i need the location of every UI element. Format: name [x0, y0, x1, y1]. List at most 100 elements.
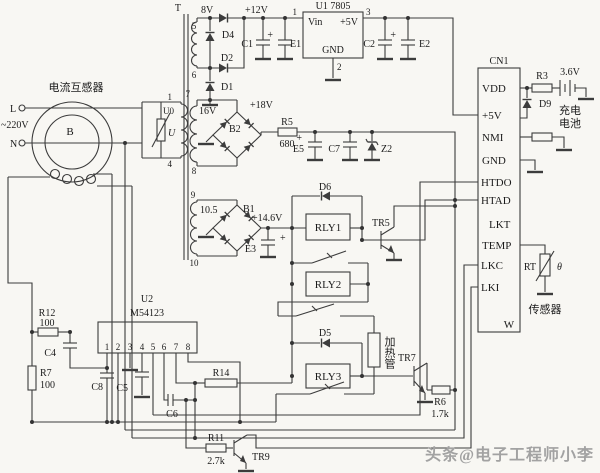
relay-rly2-label: RLY2 — [315, 279, 341, 291]
transformer-ref: T — [175, 3, 181, 14]
cn1-pin-htdo: HTDO — [481, 177, 512, 189]
cap-e2-label: E2 — [419, 39, 430, 50]
transistor-tr7-label: TR7 — [398, 353, 416, 364]
rail-12v-label: +12V — [245, 5, 269, 16]
heater-box — [367, 332, 381, 368]
res-r11-label: R11 — [208, 433, 224, 444]
cap-e1-plus: + — [267, 30, 273, 41]
res-r12-label: R12 — [39, 308, 56, 319]
varistor-u0 — [141, 101, 181, 159]
varistor-ref: U0 — [163, 106, 174, 116]
res-r7-label: R7 — [40, 368, 52, 379]
zener-z2-label: Z2 — [381, 144, 392, 155]
sec2-pin8: 8 — [192, 166, 197, 176]
cn1-pin-lkt: LKT — [489, 219, 511, 231]
u1-pin3: 3 — [366, 7, 371, 17]
cap-c5-label: C5 — [116, 383, 128, 394]
sec2-voltage: 16V — [199, 106, 217, 117]
thermistor-sensor-label: 传感器 — [529, 303, 562, 316]
cn1-pin-gnd: GND — [482, 155, 506, 167]
thermistor-theta: θ — [557, 262, 562, 273]
cn1-ref: CN1 — [490, 56, 509, 67]
u2-pin6: 6 — [162, 342, 167, 352]
bottom-buses — [32, 421, 455, 431]
mains-l-label: L — [10, 104, 16, 115]
diode-d6-label: D6 — [319, 182, 331, 193]
cn1-pin-lki: LKI — [481, 282, 500, 294]
rail-146v-label: +14.6V — [252, 213, 283, 224]
bridge-b2-label: B2 — [229, 124, 241, 135]
toroid-core-label: B — [66, 126, 73, 138]
connector-cn1 — [132, 67, 596, 449]
cap-c8-label: C8 — [91, 382, 103, 393]
cap-e3-label: E3 — [245, 244, 256, 255]
cn1-pin-5v: +5V — [482, 110, 502, 122]
cap-e5-label: E5 — [293, 144, 304, 155]
rail-18v-label: +18V — [250, 100, 274, 111]
res-r14-label: R14 — [213, 368, 230, 379]
cn1-pin-w: W — [504, 319, 515, 331]
u2-pin5: 5 — [151, 342, 156, 352]
cn1-pin-htad: HTAD — [481, 195, 511, 207]
res-r7-value: 100 — [40, 380, 55, 391]
current-transformer — [8, 101, 132, 187]
watermark-text: 头条@电子工程师小李 — [425, 445, 594, 464]
primary-pin1: 1 — [168, 92, 173, 102]
sec1-voltage: 8V — [201, 5, 214, 16]
u2-part: M54123 — [130, 308, 164, 319]
relay-circuit — [275, 190, 455, 422]
diode-d1-label: D1 — [221, 82, 233, 93]
mains-n-label: N — [10, 139, 17, 150]
u2-pin2: 2 — [116, 342, 121, 352]
sec1-pin5: 5 — [192, 21, 197, 31]
sec3-pin10: 10 — [190, 258, 200, 268]
cn1-pin-lkc: LKC — [481, 260, 503, 272]
cap-c2-label: C2 — [363, 39, 375, 50]
controller-u2-circuit — [27, 321, 292, 473]
varistor-symbol: U — [168, 128, 176, 139]
u2-ref: U2 — [141, 294, 153, 305]
relay-rly1-label: RLY1 — [315, 222, 341, 234]
bridge-b1-label: B1 — [243, 204, 255, 215]
thermistor-rt-label: RT — [524, 262, 536, 273]
cap-c4-label: C4 — [44, 348, 56, 359]
u2-pin7: 7 — [174, 342, 179, 352]
u1-ref: U1 7805 — [316, 1, 351, 12]
regulator-u1 — [302, 11, 478, 116]
res-r3-label: R3 — [536, 71, 548, 82]
u1-gnd-label: GND — [322, 45, 344, 56]
u1-pin1: 1 — [293, 7, 298, 17]
u2-pin4: 4 — [140, 342, 145, 352]
relay-rly1-box — [305, 213, 351, 241]
junction-dots — [30, 16, 529, 440]
cap-e3-plus: + — [280, 233, 286, 244]
battery-label-line1: 充电 — [559, 103, 581, 117]
heater-label: 加热管 — [383, 336, 396, 370]
rectifier-12v — [197, 12, 303, 107]
diode-d9-label: D9 — [539, 99, 551, 110]
res-r12-value: 100 — [40, 318, 55, 329]
diode-d4-label: D4 — [222, 30, 234, 41]
mains-voltage-label: ~220V — [1, 120, 29, 131]
battery-voltage: 3.6V — [560, 67, 581, 78]
res-r11-value: 2.7k — [207, 456, 225, 467]
transistor-tr5-label: TR5 — [372, 218, 390, 229]
cap-c7-label: C7 — [328, 144, 340, 155]
battery-label-line2: 电池 — [559, 117, 581, 130]
sec3-voltage: 10.5 — [200, 205, 218, 216]
transformer-t — [180, 14, 198, 260]
cn1-pin-vdd: VDD — [482, 83, 506, 95]
cap-c6-label: C6 — [166, 409, 178, 420]
cap-e1-label: E1 — [290, 39, 301, 50]
sec3-pin9: 9 — [191, 190, 196, 200]
diode-d5-label: D5 — [319, 328, 331, 339]
relay-rly3-label: RLY3 — [315, 371, 342, 383]
res-r5-value: 680 — [280, 139, 295, 150]
res-r6-label: R6 — [434, 397, 446, 408]
u1-vin-label: Vin — [308, 17, 322, 28]
transistor-tr9-label: TR9 — [252, 452, 270, 463]
sec1-pin6: 6 — [192, 70, 197, 80]
res-r5-label: R5 — [281, 117, 293, 128]
cn1-pin-nmi: NMI — [482, 132, 504, 144]
